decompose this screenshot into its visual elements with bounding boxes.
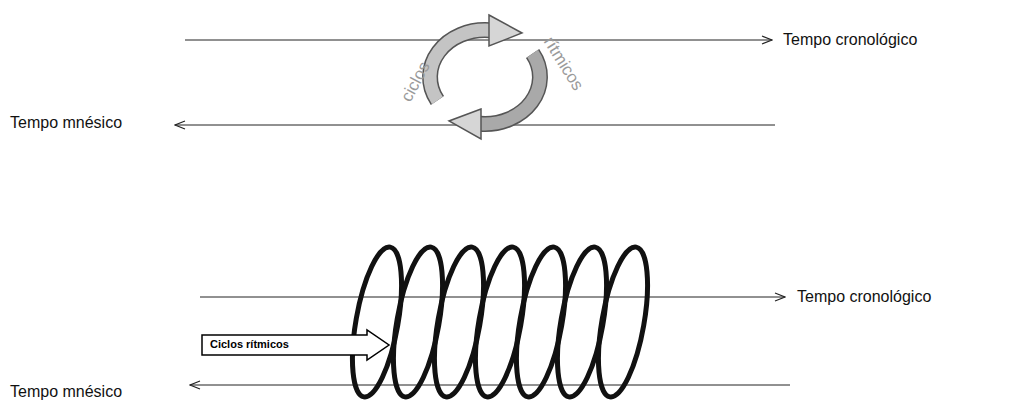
spring-coil (343, 244, 657, 401)
axis-label: Tempo cronológico (783, 30, 917, 49)
block-arrow: Ciclos rítmicos (202, 330, 389, 360)
coil-loop (507, 244, 575, 401)
axis-label: Tempo mnésico (10, 382, 122, 401)
axis-label: Tempo cronológico (797, 287, 931, 306)
coil-loop (425, 244, 493, 401)
chronological-time-line (200, 297, 785, 298)
cycle-arrow-body (430, 30, 490, 100)
coil-loop (589, 244, 657, 401)
coil-loop (466, 244, 534, 401)
coil-loop (548, 244, 616, 401)
arrow-label: Ciclos rítmicos (210, 338, 389, 351)
mnesic-time-line (190, 385, 790, 386)
cycle-arrow-body (480, 54, 540, 124)
cycle-arrow-outline (480, 54, 540, 124)
cycle-arrow-head (449, 109, 481, 139)
cycle-arrow-outline (430, 30, 490, 100)
axis-label: Tempo mnésico (10, 113, 122, 132)
cycle-arrow-head (489, 15, 522, 46)
coil-loop (384, 244, 452, 401)
coil-loop (343, 244, 411, 401)
block-arrow-outline (202, 330, 389, 360)
chronological-time-line (185, 40, 772, 41)
